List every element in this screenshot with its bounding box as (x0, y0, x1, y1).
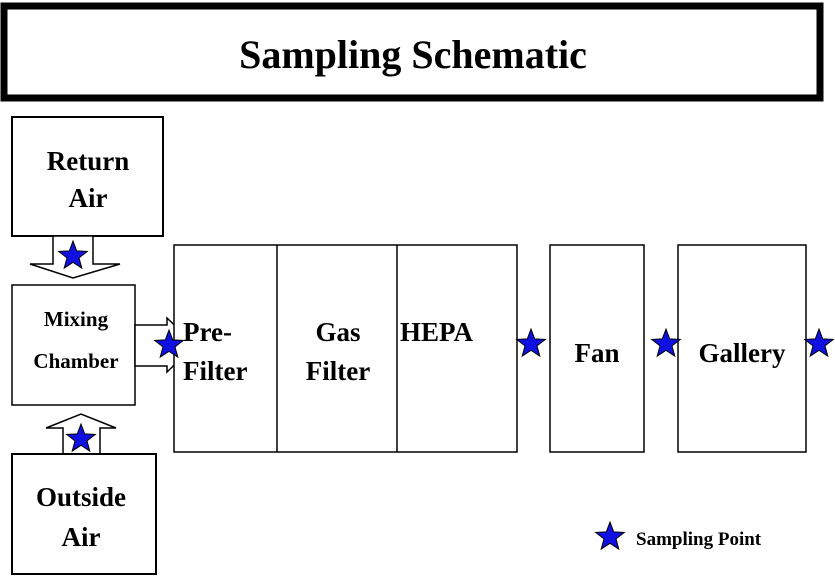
prefilter-label-line1: Pre- (183, 317, 232, 347)
fan-box (549, 244, 645, 453)
sampling-point-star-icon (65, 422, 97, 453)
mixing-chamber-label-line1: Mixing (44, 307, 109, 331)
sampling-point-star-icon (594, 520, 626, 551)
legend: Sampling Point (594, 520, 762, 551)
return-air-label-line2: Air (69, 183, 108, 213)
sampling-point-star-icon (515, 327, 547, 358)
sampling-point-star-icon (153, 328, 185, 359)
outside-air-box (11, 453, 157, 575)
sampling-point-star-icon (57, 239, 89, 270)
hepa-label: HEPA (400, 317, 473, 347)
gallery-label: Gallery (699, 338, 786, 368)
gas-filter-label-line1: Gas (315, 317, 360, 347)
sampling-point-star-icon (803, 327, 835, 358)
fan-label: Fan (574, 338, 619, 368)
outside-air-label-line1: Outside (36, 482, 126, 512)
mixing-chamber-label-line2: Chamber (33, 349, 118, 373)
return-air-label-line1: Return (47, 146, 130, 176)
return-air-box (11, 116, 164, 237)
mixing-chamber-box (11, 284, 136, 406)
gallery-box (677, 244, 807, 453)
prefilter-label-line2: Filter (183, 356, 247, 386)
filter-unit (173, 244, 518, 453)
outside-air-label-line2: Air (62, 522, 101, 552)
legend-label: Sampling Point (636, 529, 762, 550)
gas-filter-label-line2: Filter (306, 356, 370, 386)
title-banner (0, 2, 824, 102)
sampling-point-star-icon (650, 327, 682, 358)
page-title: Sampling Schematic (239, 32, 587, 77)
